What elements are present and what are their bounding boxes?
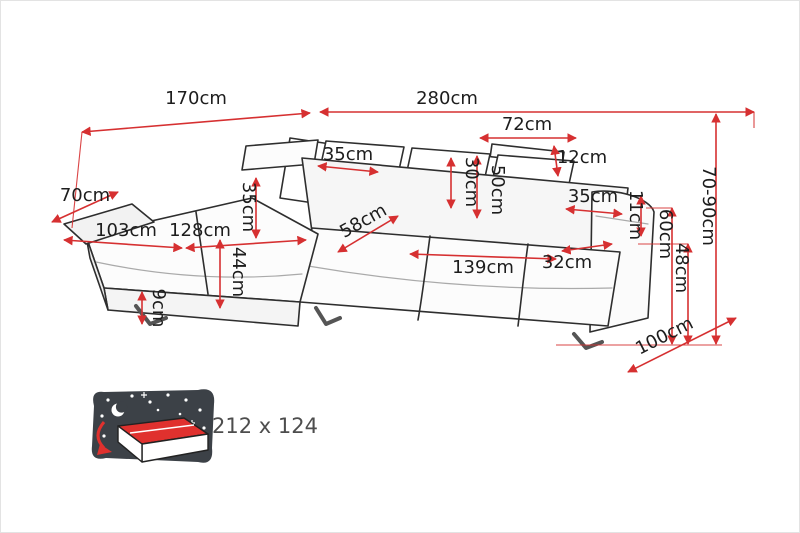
seat-front-seam xyxy=(307,265,613,290)
label-35-chaise: 35cm xyxy=(238,182,259,232)
label-12: 12cm xyxy=(557,147,607,168)
dimension-line-170 xyxy=(81,108,311,137)
seat-divider-1 xyxy=(417,235,431,321)
label-280: 280cm xyxy=(416,88,478,109)
dimension-line-100 xyxy=(627,317,737,373)
bed-dimensions-label: 212 x 124 xyxy=(212,414,318,438)
dimension-line-35-armrest xyxy=(565,204,623,219)
label-72: 72cm xyxy=(502,114,552,135)
leg-right xyxy=(572,332,604,350)
dimension-line-12 xyxy=(550,145,562,177)
label-70: 70cm xyxy=(60,185,110,206)
label-50: 50cm xyxy=(487,165,508,215)
moon-icon xyxy=(111,401,128,417)
label-139: 139cm xyxy=(452,257,514,278)
label-48: 48cm xyxy=(671,243,692,293)
label-70-90: 70-90cm xyxy=(698,166,719,246)
chaise-divider xyxy=(195,211,209,295)
chaise-seam-1 xyxy=(95,261,303,278)
label-9: 9cm xyxy=(148,289,169,328)
dimension-lines xyxy=(51,107,755,373)
dimension-line-32 xyxy=(561,240,613,255)
leg-middle xyxy=(314,306,342,326)
bed-fold-line xyxy=(129,424,195,434)
dimension-line-58 xyxy=(337,215,399,253)
label-35-pillow: 35cm xyxy=(323,144,373,165)
fold-out-bed xyxy=(117,417,209,463)
label-170: 170cm xyxy=(165,88,227,109)
unfold-arrow-icon xyxy=(96,421,112,455)
label-35-armrest: 35cm xyxy=(568,186,618,207)
label-103: 103cm xyxy=(95,220,157,241)
bed-left-face xyxy=(117,425,143,463)
label-60: 60cm xyxy=(655,209,676,259)
label-32: 32cm xyxy=(542,252,592,273)
star-cross-1 xyxy=(141,392,147,398)
label-44: 44cm xyxy=(228,247,249,297)
dimension-line-35-pillow xyxy=(317,162,379,176)
label-128: 128cm xyxy=(169,220,231,241)
dimension-line-139 xyxy=(409,249,557,264)
label-11: 11cm xyxy=(625,190,646,240)
label-30: 30cm xyxy=(461,157,482,207)
dimension-line-70 xyxy=(51,191,119,223)
dimension-line-103 xyxy=(63,235,183,253)
dimension-labels: 170cm 280cm 72cm 35cm 12cm 70cm 30cm 50c… xyxy=(60,88,719,359)
dimension-line-128 xyxy=(185,235,307,253)
sleeping-function-icon xyxy=(91,389,215,463)
